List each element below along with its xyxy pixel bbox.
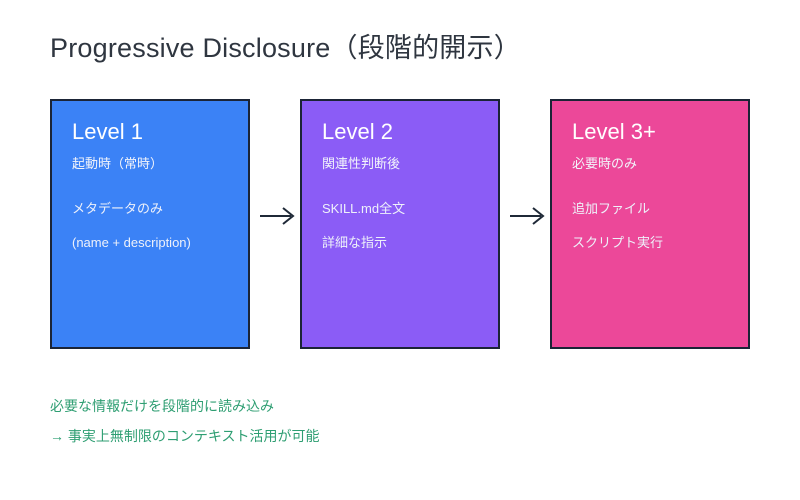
level-card-3-detail-1: 追加ファイル xyxy=(572,201,651,217)
page-title: Progressive Disclosure（段階的開示） xyxy=(50,33,521,63)
arrow-right-icon xyxy=(258,203,300,229)
level-card-1-detail-1: メタデータのみ xyxy=(72,201,164,217)
level-card-2-when: 関連性判断後 xyxy=(322,156,401,172)
footer-summary: 必要な情報だけを段階的に読み込み → 事実上無制限のコンテキスト活用が可能 xyxy=(50,396,730,455)
level-cards-row: Level 1 起動時（常時） メタデータのみ (name + descript… xyxy=(50,99,750,349)
level-card-1[interactable]: Level 1 起動時（常時） メタデータのみ (name + descript… xyxy=(50,99,250,349)
level-card-2[interactable]: Level 2 関連性判断後 SKILL.md全文 詳細な指示 xyxy=(300,99,500,349)
level-card-3[interactable]: Level 3+ 必要時のみ 追加ファイル スクリプト実行 xyxy=(550,99,750,349)
level-card-3-when: 必要時のみ xyxy=(572,156,638,172)
level-card-2-detail-2: 詳細な指示 xyxy=(322,235,388,251)
level-card-2-heading: Level 2 xyxy=(322,119,393,144)
footer-line-1: 必要な情報だけを段階的に読み込み xyxy=(50,398,274,414)
level-card-1-heading: Level 1 xyxy=(72,119,143,144)
level-card-1-detail-2: (name + description) xyxy=(72,235,191,251)
level-card-3-detail-2: スクリプト実行 xyxy=(572,235,664,251)
footer-line-2: → 事実上無制限のコンテキスト活用が可能 xyxy=(50,427,320,444)
level-card-1-when: 起動時（常時） xyxy=(72,156,164,172)
level-card-3-heading: Level 3+ xyxy=(572,119,656,144)
arrow-right-icon xyxy=(508,203,550,229)
level-card-2-detail-1: SKILL.md全文 xyxy=(322,201,406,217)
